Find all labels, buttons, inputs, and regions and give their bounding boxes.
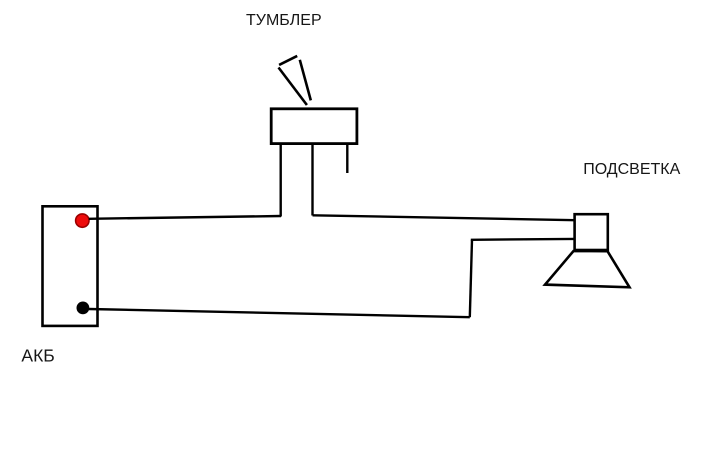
svg-text:ТУМБЛЕР: ТУМБЛЕР [246, 12, 322, 29]
svg-text:АКБ: АКБ [21, 345, 54, 365]
svg-text:ПОДСВЕТКА: ПОДСВЕТКА [583, 161, 680, 178]
